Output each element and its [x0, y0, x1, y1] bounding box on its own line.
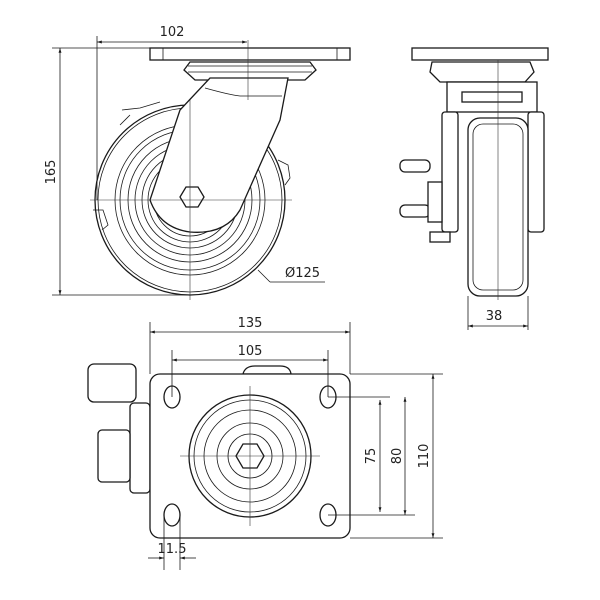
dim-110: 110: [417, 444, 432, 469]
dim-75: 75: [364, 448, 379, 465]
bottom-view: [87, 363, 351, 539]
dim-105: 105: [238, 344, 263, 359]
dim-11-5: 11.5: [158, 542, 187, 557]
top-plate: [149, 47, 351, 61]
front-dimensions: 102 165 Ø125: [44, 25, 325, 296]
dim-165: 165: [44, 160, 59, 185]
fork: [149, 77, 289, 233]
dim-38: 38: [486, 309, 503, 324]
side-top-plate: [411, 47, 549, 61]
dim-135: 135: [238, 316, 263, 331]
dim-102: 102: [160, 25, 185, 40]
swivel-bearing: [183, 61, 317, 81]
brake-pedal: [399, 159, 431, 173]
axle-nut: [179, 186, 205, 208]
bottom-dimensions: 135 105 75 80 110 11.5: [148, 316, 443, 570]
brake-pad: [87, 363, 137, 403]
dim-80: 80: [390, 448, 405, 465]
dim-diameter-125: Ø125: [285, 266, 320, 281]
fork-right: [527, 111, 545, 233]
front-view: [90, 40, 351, 300]
side-view: [399, 47, 549, 300]
mounting-hole: [163, 503, 181, 527]
fork-left: [441, 111, 459, 233]
side-dimensions: 38: [467, 296, 529, 330]
